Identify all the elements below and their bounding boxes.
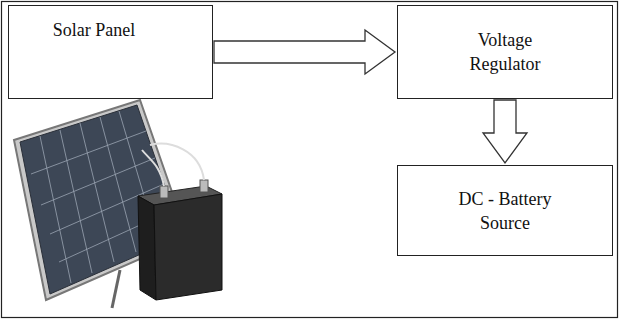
process-box: DC - Battery Source [397,165,613,256]
block-arrow [483,100,527,163]
battery-wire [150,144,204,180]
box-label: DC - Battery Source [445,187,565,235]
battery-wire [142,150,164,186]
battery-side [138,196,156,300]
battery-terminal [200,180,208,192]
box-label: Voltage Regulator [450,28,560,76]
process-box: Solar Panel [8,5,213,99]
process-box: Voltage Regulator [397,5,613,99]
battery-front [154,194,222,300]
block-arrow [214,30,395,74]
box-label: Solar Panel [39,18,149,42]
panel-stand [112,270,120,308]
battery-terminal [160,186,168,198]
